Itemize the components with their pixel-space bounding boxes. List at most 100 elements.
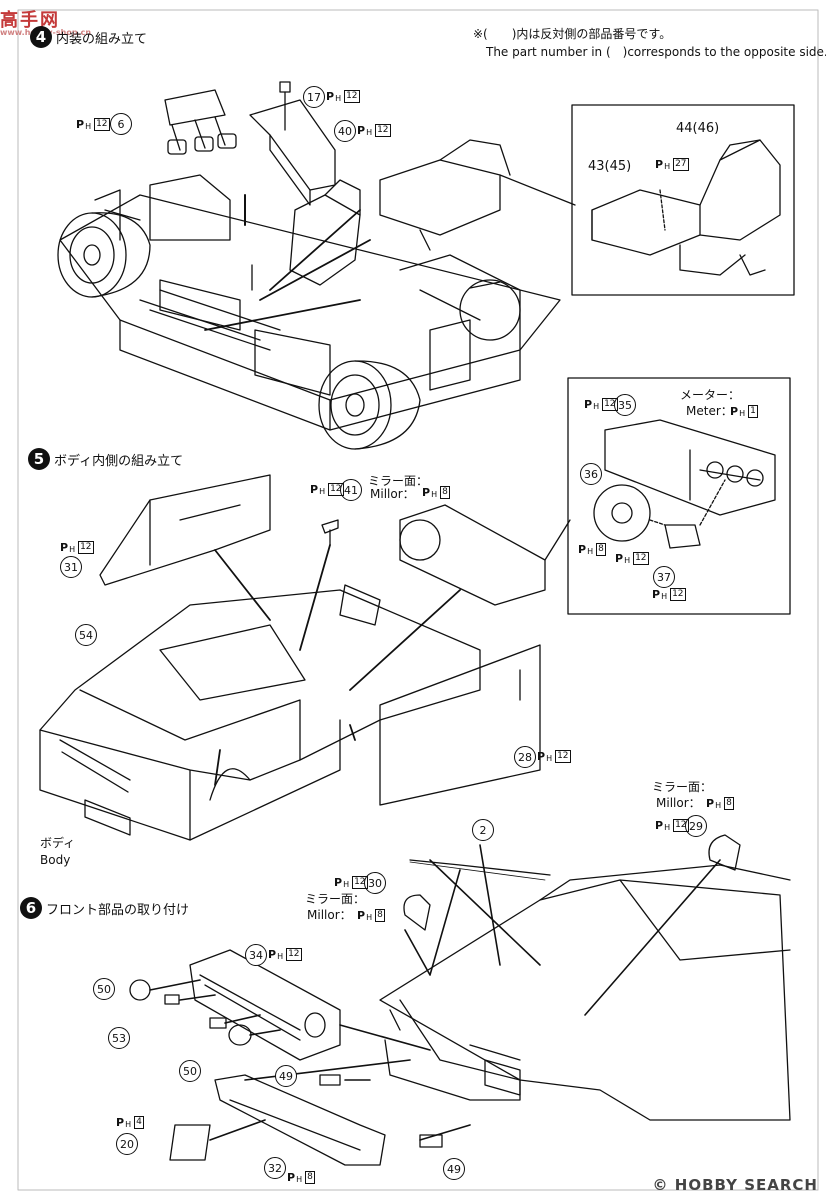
part-number-40: 40: [334, 120, 356, 142]
copyright-icon: ©: [652, 1176, 669, 1194]
sprue-number: 12: [633, 552, 649, 565]
ph-p: P: [116, 1116, 125, 1129]
opposite-side-note-jp: ※( )内は反対側の部品番号です。: [473, 27, 672, 41]
mirror-label-en: Millor：: [307, 908, 352, 922]
part-number-49: 49: [275, 1065, 297, 1087]
ph-h: H: [296, 1175, 303, 1184]
sprue-number: 12: [344, 90, 360, 103]
part-number-44-46: 44(46): [676, 121, 720, 136]
front-body-drawing: [129, 834, 791, 1166]
sprue-number: 12: [328, 483, 344, 496]
interior-chassis-drawing: [57, 81, 576, 450]
sprue-number: 8: [724, 797, 734, 810]
ph-h: H: [593, 402, 600, 411]
ph-h: H: [125, 1120, 132, 1129]
ph-h: H: [664, 823, 671, 832]
sprue-number: 12: [602, 398, 618, 411]
ph-p: P: [76, 118, 85, 131]
dashboard-detail-inset-drawing: [567, 377, 791, 615]
step-5-title: 5 ボディ内側の組み立て: [28, 448, 183, 470]
ph-p: P: [287, 1171, 296, 1184]
step-number: 5: [28, 448, 50, 470]
sprue-number: 12: [670, 588, 686, 601]
sprue-number: 8: [305, 1171, 315, 1184]
opposite-side-note-en: The part number in ( )corresponds to the…: [486, 45, 826, 59]
sprue-number: 1: [748, 405, 758, 418]
mirror-label-jp: ミラー面：: [652, 780, 713, 794]
part-number-49: 49: [443, 1158, 465, 1180]
ph-p: P: [326, 90, 335, 103]
sprue-number: 4: [134, 1116, 144, 1129]
part-number-50: 50: [93, 978, 115, 1000]
part-number-30: 30: [364, 872, 386, 894]
sprue-number: 12: [375, 124, 391, 137]
sprue-number: 12: [673, 819, 689, 832]
step-number: 6: [20, 897, 42, 919]
sprue-number: 27: [673, 158, 689, 171]
mirror-label-jp: ミラー面：: [305, 892, 366, 906]
sprue-number: 12: [352, 876, 368, 889]
part-number-37: 37: [653, 566, 675, 588]
ph-p: P: [60, 541, 69, 554]
ph-h: H: [277, 952, 284, 961]
ph-p: P: [655, 819, 664, 832]
sprue-number: 12: [78, 541, 94, 554]
ph-p: P: [537, 750, 546, 763]
ph-h: H: [366, 913, 373, 922]
step-title-text: 内装の組み立て: [56, 31, 148, 47]
ph-p: P: [334, 876, 343, 889]
part-number-41: 41: [340, 479, 362, 501]
ph-p: P: [357, 909, 366, 922]
part-number-29: 29: [685, 815, 707, 837]
meter-label-en: Meter：: [686, 404, 733, 418]
hobby-search-watermark: © HOBBY SEARCH: [653, 1176, 818, 1194]
sprue-number: 8: [440, 486, 450, 499]
body-label-jp: ボディ: [40, 836, 76, 850]
step-title-text: フロント部品の取り付け: [46, 902, 190, 918]
step-4-title: 4 内装の組み立て: [30, 26, 147, 48]
mirror-label-jp: ミラー面：: [368, 474, 429, 488]
part-number-34: 34: [245, 944, 267, 966]
meter-label-jp: メーター：: [680, 388, 741, 402]
ph-p: P: [655, 158, 664, 171]
part-number-43-45: 43(45): [588, 159, 632, 174]
sprue-number: 12: [286, 948, 302, 961]
ph-h: H: [85, 122, 92, 131]
ph-p: P: [357, 124, 366, 137]
ph-h: H: [343, 880, 350, 889]
part-number-32: 32: [264, 1157, 286, 1179]
ph-p: P: [310, 483, 319, 496]
part-number-28: 28: [514, 746, 536, 768]
body-label-en: Body: [40, 853, 71, 867]
ph-p: P: [578, 543, 587, 556]
sprue-number: 12: [555, 750, 571, 763]
part-number-2: 2: [472, 819, 494, 841]
part-number-6: 6: [110, 113, 132, 135]
ph-p: P: [706, 797, 715, 810]
body-inner-drawing: [39, 474, 571, 841]
sprue-number: 8: [375, 909, 385, 922]
ph-h: H: [366, 128, 373, 137]
sprue-number: 12: [94, 118, 110, 131]
mirror-label-en: Millor：: [656, 796, 701, 810]
ph-h: H: [431, 490, 438, 499]
part-number-50: 50: [179, 1060, 201, 1082]
seat-detail-inset-drawing: [571, 104, 795, 296]
